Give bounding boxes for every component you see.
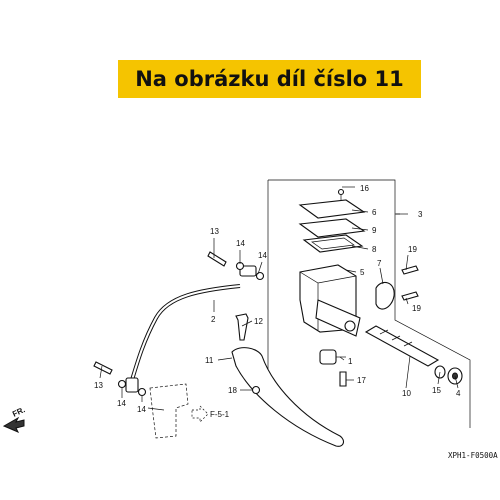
callout-5: 5 [360,268,365,277]
callout-4: 4 [456,389,461,398]
callout-19-upper: 19 [408,245,417,254]
hose-fitting-upper [239,265,257,277]
screw-17 [339,371,347,387]
brake-lever [231,347,345,447]
washer-14d [137,387,147,397]
direction-label: FR. [11,405,26,419]
drawing-code: XPH1-F0500A [448,451,498,460]
callout-8: 8 [372,245,377,254]
callout-9: 9 [372,226,377,235]
callout-7: 7 [377,259,382,268]
pivot-bolt-12 [235,313,249,341]
callout-14-a: 14 [236,239,245,248]
screw-16 [337,188,345,196]
bolt-13-lower [93,361,113,375]
diaphragm [302,234,364,253]
rubber-boot [149,383,189,439]
callout-14-d: 14 [137,405,146,414]
bolt-19-upper [401,265,419,275]
callout-19-lower: 19 [412,304,421,313]
washer-14b [255,271,265,281]
leader-lines [99,186,459,411]
callout-14-c: 14 [117,399,126,408]
callout-14-b: 14 [258,251,267,260]
section-arrow [191,405,209,423]
nut-18 [251,385,261,395]
diaphragm-inner [311,237,355,250]
callout-13-upper: 13 [210,227,219,236]
callout-18: 18 [228,386,237,395]
callout-12: 12 [254,317,263,326]
callout-2: 2 [211,315,216,324]
callout-3: 3 [418,210,423,219]
callout-10: 10 [402,389,411,398]
callout-13-lower: 13 [94,381,103,390]
callout-16: 16 [360,184,369,193]
bolt-19-lower [401,291,419,301]
bolt-13-upper [207,251,227,267]
washer-14c [117,379,127,389]
section-reference: F-5-1 [210,410,230,419]
callout-1: 1 [348,357,353,366]
banner-text: Na obrázku díl číslo 11 [135,67,404,91]
handlebar-holder [375,281,395,310]
hose-fitting-lower [125,377,139,393]
piston-set [364,325,440,367]
callout-15: 15 [432,386,441,395]
reservoir-cap [298,199,366,219]
diaphragm-plate [298,218,366,238]
callout-6: 6 [372,208,377,217]
callout-17: 17 [357,376,366,385]
brake-switch [319,349,337,365]
part-number-banner: Na obrázku díl číslo 11 [118,60,421,98]
callout-11: 11 [205,356,214,365]
direction-arrow-icon [2,416,25,433]
